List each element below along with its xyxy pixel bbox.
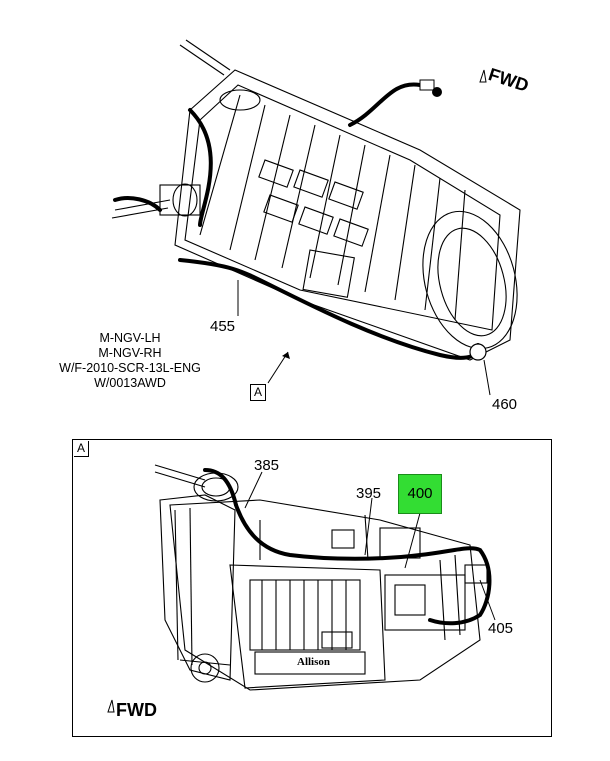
detail-fwd-label: FWD — [116, 700, 157, 720]
detail-view-title: A — [74, 441, 90, 457]
callout-400-highlighted: 400 — [398, 474, 442, 514]
detail-view-frame — [72, 439, 552, 737]
callout-455: 455 — [210, 318, 236, 335]
model-notes: M-NGV-LH M-NGV-RH W/F-2010-SCR-13L-ENG W… — [50, 331, 210, 391]
note-line-3: W/F-2010-SCR-13L-ENG — [59, 361, 201, 375]
callout-405: 405 — [488, 620, 514, 637]
note-line-4: W/0013AWD — [94, 376, 166, 390]
note-line-2: M-NGV-RH — [98, 346, 162, 360]
callout-395: 395 — [356, 485, 382, 502]
allison-brand-plate: Allison — [297, 656, 331, 668]
callout-385: 385 — [254, 457, 280, 474]
callout-460: 460 — [492, 396, 518, 413]
note-line-1: M-NGV-LH — [99, 331, 161, 345]
view-a-reference: A — [250, 384, 267, 401]
